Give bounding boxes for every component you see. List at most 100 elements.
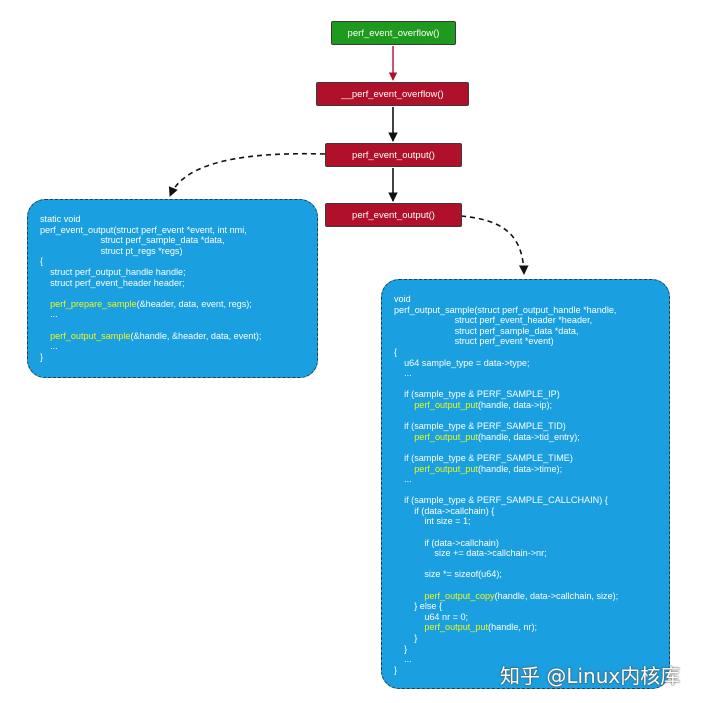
code-text: (handle, data->tid_entry); [477, 431, 580, 442]
code-line: if (sample_type & PERF_SAMPLE_TID) [394, 421, 659, 432]
code-line: struct perf_sample_data *data, [40, 235, 307, 246]
code-line [394, 379, 659, 390]
code-line: } [40, 352, 307, 363]
code-line: perf_output_put(handle, nr); [394, 622, 659, 633]
code-text: (&handle, &header, data, event); [130, 330, 262, 341]
dashed-arrow-to-right-code [460, 215, 529, 275]
code-line: ... [394, 474, 659, 485]
code-line: } [394, 644, 659, 655]
code-text: ... [394, 654, 412, 665]
code-text: } [394, 643, 408, 654]
code-text: int size = 1; [394, 516, 471, 527]
code-line: struct perf_event *event) [394, 336, 659, 347]
code-line: struct perf_sample_data *data, [394, 326, 659, 337]
code-text: if (sample_type & PERF_SAMPLE_IP) [394, 389, 560, 400]
code-line: ... [40, 341, 307, 352]
code-text: u64 sample_type = data->type; [394, 357, 530, 368]
code-text: size += data->callchain->nr; [394, 548, 547, 559]
code-line [394, 527, 659, 538]
node-perf-event-output-a[interactable]: perf_event_output() [325, 143, 462, 167]
code-text: { [40, 256, 44, 267]
code-text: (handle, data->time); [477, 463, 563, 474]
dashed-arrow-to-left-code [168, 152, 326, 197]
code-text: if (sample_type & PERF_SAMPLE_CALLCHAIN)… [394, 495, 608, 506]
code-line: } [394, 665, 659, 676]
code-line: u64 sample_type = data->type; [394, 358, 659, 369]
code-text: struct perf_output_handle handle; [40, 266, 186, 277]
code-text: perf_event_output(struct perf_event *eve… [40, 224, 247, 235]
code-text [394, 591, 424, 601]
code-line: } else { [394, 601, 659, 612]
code-text: if (sample_type & PERF_SAMPLE_TIME) [394, 452, 573, 463]
code-text: } [394, 633, 418, 643]
code-line: struct pt_regs *regs) [40, 246, 307, 257]
code-text: perf_output_sample(struct perf_output_ha… [394, 304, 617, 315]
code-line: struct perf_output_handle handle; [40, 267, 307, 278]
code-line: ... [394, 654, 659, 665]
code-line: ... [394, 368, 659, 379]
function-call-highlight: perf_prepare_sample [50, 298, 137, 309]
code-line: struct perf_event_header *header, [394, 315, 659, 326]
code-line: } [394, 633, 659, 644]
function-call-highlight: perf_output_copy [424, 590, 495, 601]
code-line [40, 320, 307, 331]
node-underscore-perf-event-overflow[interactable]: __perf_event_overflow() [316, 82, 469, 106]
code-line: if (data->callchain) [394, 538, 659, 549]
code-line: if (data->callchain) { [394, 506, 659, 517]
code-text: ... [40, 309, 58, 320]
code-text: { [394, 346, 398, 357]
code-line: perf_event_output(struct perf_event *eve… [40, 225, 307, 236]
code-text: struct perf_sample_data *data, [40, 235, 225, 246]
code-line [394, 411, 659, 422]
code-line: perf_output_sample(struct perf_output_ha… [394, 305, 659, 316]
code-text: ... [40, 341, 58, 352]
code-text: static void [40, 214, 81, 224]
code-text: } else { [394, 601, 443, 612]
code-text: if (sample_type & PERF_SAMPLE_TID) [394, 421, 566, 432]
code-text: } [394, 664, 398, 675]
code-text: struct perf_event *event) [394, 336, 554, 347]
code-line: size += data->callchain->nr; [394, 548, 659, 559]
code-text: void [394, 294, 411, 304]
watermark-text: 知乎 @Linux内核库 [500, 664, 681, 688]
code-text: struct perf_event_header header; [40, 277, 185, 288]
code-text [394, 432, 414, 442]
code-line: size *= sizeof(u64); [394, 569, 659, 580]
code-line [394, 442, 659, 453]
code-line: struct perf_event_header header; [40, 278, 307, 289]
code-text: } [40, 351, 44, 362]
code-line: if (sample_type & PERF_SAMPLE_TIME) [394, 453, 659, 464]
code-line [394, 580, 659, 591]
node-perf-event-output-b[interactable]: perf_event_output() [325, 203, 462, 227]
code-line: { [40, 256, 307, 267]
code-text: (handle, data->ip); [477, 399, 552, 410]
function-call-highlight: perf_output_sample [50, 330, 131, 341]
function-call-highlight: perf_output_put [414, 463, 478, 474]
code-text: if (data->callchain) { [394, 505, 495, 516]
code-line: perf_output_put(handle, data->ip); [394, 400, 659, 411]
code-text [394, 400, 414, 410]
code-text: size *= sizeof(u64); [394, 569, 502, 580]
code-text: ... [394, 474, 412, 485]
node-perf-event-overflow[interactable]: perf_event_overflow() [331, 21, 456, 45]
code-line: perf_output_put(handle, data->time); [394, 464, 659, 475]
code-text: (handle, data->callchain, size); [494, 590, 619, 601]
code-text: u64 nr = 0; [394, 611, 469, 622]
function-call-highlight: perf_output_put [414, 431, 478, 442]
code-line: int size = 1; [394, 516, 659, 527]
code-text: struct pt_regs *regs) [40, 245, 183, 256]
function-call-highlight: perf_output_put [414, 399, 478, 410]
code-text: ... [394, 368, 412, 379]
code-line: if (sample_type & PERF_SAMPLE_CALLCHAIN)… [394, 495, 659, 506]
code-line: if (sample_type & PERF_SAMPLE_IP) [394, 389, 659, 400]
code-text [394, 622, 424, 632]
code-line [394, 559, 659, 570]
code-line: static void [40, 214, 307, 225]
code-text: struct perf_event_header *header, [394, 315, 593, 326]
code-line [40, 288, 307, 299]
code-text [40, 299, 50, 309]
code-line [394, 485, 659, 496]
